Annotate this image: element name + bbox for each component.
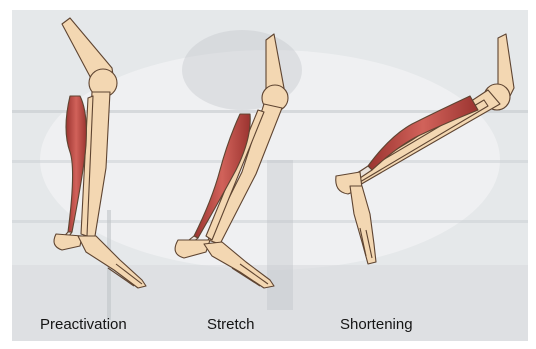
caption-preactivation: Preactivation xyxy=(40,316,127,333)
leg-stretch xyxy=(175,34,288,288)
caption-stretch: Stretch xyxy=(207,316,255,333)
leg-preactivation xyxy=(54,18,146,288)
caption-shortening: Shortening xyxy=(340,316,413,333)
foot-bones xyxy=(78,236,146,288)
heel-bone xyxy=(175,240,210,258)
leg-shortening xyxy=(336,34,514,264)
foot-bones xyxy=(350,186,376,264)
calf-muscle xyxy=(368,96,478,170)
